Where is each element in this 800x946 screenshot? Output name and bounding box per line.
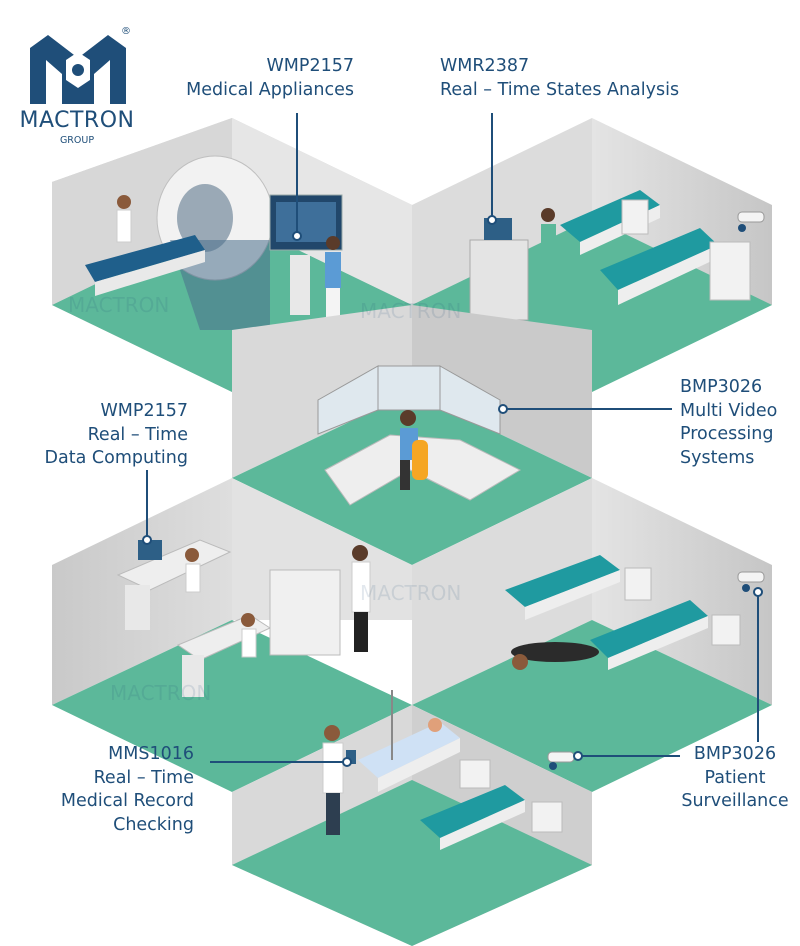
logo-mark [30,35,126,104]
callout-data-computing: WMP2157 Real – Time Data Computing [45,400,188,471]
callout-model: MMS1016 [108,744,194,764]
callout-patient-surveillance: BMP3026 Patient Surveillance [672,743,798,814]
callout-video-processing: BMP3026 Multi Video Processing Systems [680,376,777,470]
svg-text:MACTRON: MACTRON [360,299,461,323]
callout-dot-data-computing [142,535,152,545]
callout-text: Data Computing [44,448,188,468]
svg-text:MACTRON: MACTRON [110,681,211,705]
callout-text: Surveillance [681,791,789,811]
callout-dot-patient-surveillance-b [573,751,583,761]
callout-text: Medical Record [60,791,194,811]
callout-model: BMP3026 [693,744,777,764]
callout-model: WMP2157 [100,401,189,421]
svg-text:MACTRON: MACTRON [68,293,169,317]
callout-text: Checking [113,814,194,835]
callout-text: Real – Time [93,767,194,788]
callout-text: Multi Video [680,400,778,421]
callout-record-checking: MMS1016 Real – Time Medical Record Check… [61,743,194,837]
callout-model: BMP3026 [680,377,763,397]
callout-dots [142,215,763,767]
callout-dot-record-checking [342,757,352,767]
callout-text: Real – Time States Analysis [440,79,680,100]
callout-model: WMR2387 [440,56,530,76]
callout-medical-appliances: WMP2157 Medical Appliances [186,55,354,102]
callout-model: WMP2157 [266,56,355,76]
watermark: MACTRON MACTRON MACTRON MACTRON [68,293,461,705]
callout-text: Systems [680,447,755,468]
room-video-processing [232,305,592,565]
room-record-checking [232,690,592,946]
callout-dot-medical-appliances [292,231,302,241]
logo-group: GROUP [59,135,95,146]
callout-states-analysis: WMR2387 Real – Time States Analysis [440,55,679,102]
callout-text: Real – Time [87,424,188,445]
registered-mark: ® [121,26,131,37]
callout-dot-video-processing [498,404,508,414]
callout-dot-states-analysis [487,215,497,225]
room-patient-surveillance [412,478,772,792]
room-medical-appliances [52,118,412,392]
callout-lines [146,113,759,763]
svg-text:MACTRON: MACTRON [360,581,461,605]
callout-text: Patient [704,767,766,788]
callout-dot-patient-surveillance [753,587,763,597]
logo-name: MACTRON [19,108,135,133]
room-data-computing [52,478,412,792]
callout-text: Medical Appliances [186,79,354,100]
callout-text: Processing [680,424,774,444]
